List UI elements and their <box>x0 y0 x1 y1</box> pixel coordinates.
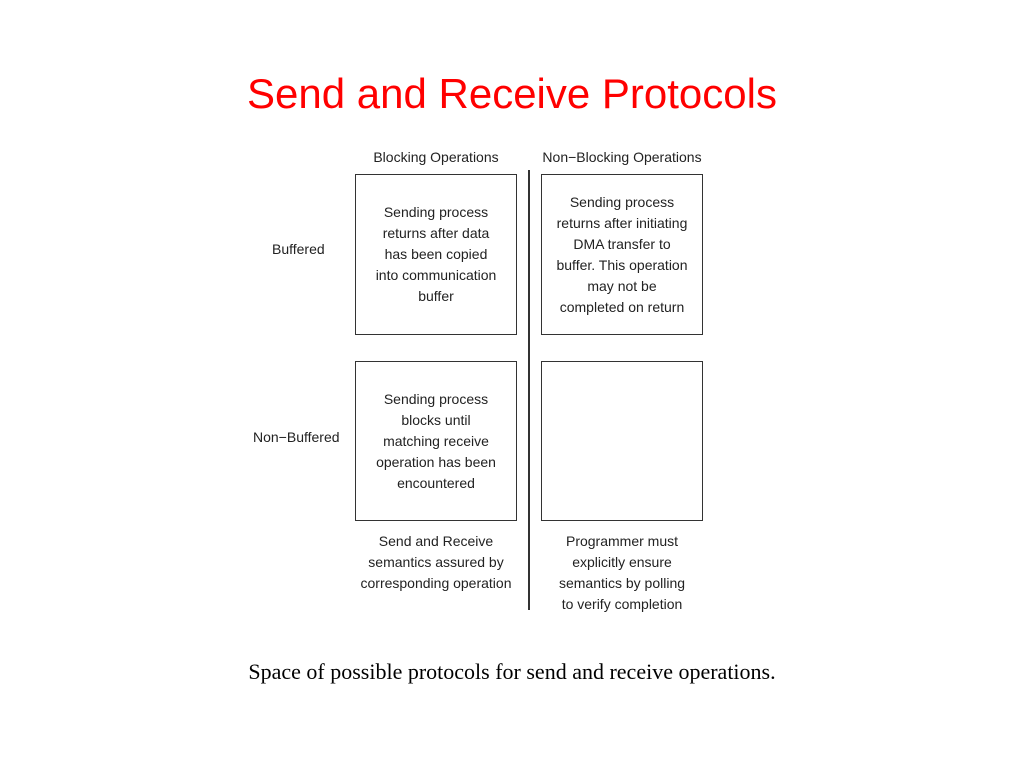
row-label-buffered: Buffered <box>272 241 325 257</box>
column-header-non-blocking: Non−Blocking Operations <box>542 149 702 165</box>
column-divider-line <box>528 170 530 610</box>
cell-buffered-blocking-text: Sending process returns after data has b… <box>375 204 497 304</box>
cell-non-buffered-blocking: Sending process blocks until matching re… <box>355 361 517 521</box>
note-non-blocking: Programmer must explicitly ensure semant… <box>558 533 686 612</box>
cell-non-buffered-non-blocking <box>541 361 703 521</box>
slide-title: Send and Receive Protocols <box>247 70 777 117</box>
cell-buffered-blocking: Sending process returns after data has b… <box>355 174 517 335</box>
cell-buffered-non-blocking-text: Sending process returns after initiating… <box>556 193 688 315</box>
cell-buffered-non-blocking: Sending process returns after initiating… <box>541 174 703 335</box>
note-blocking: Send and Receive semantics assured by co… <box>360 533 512 591</box>
figure-caption: Space of possible protocols for send and… <box>248 659 776 684</box>
row-label-non-buffered: Non−Buffered <box>253 429 340 445</box>
cell-non-buffered-blocking-text: Sending process blocks until matching re… <box>376 390 496 491</box>
column-header-blocking: Blocking Operations <box>373 149 499 165</box>
